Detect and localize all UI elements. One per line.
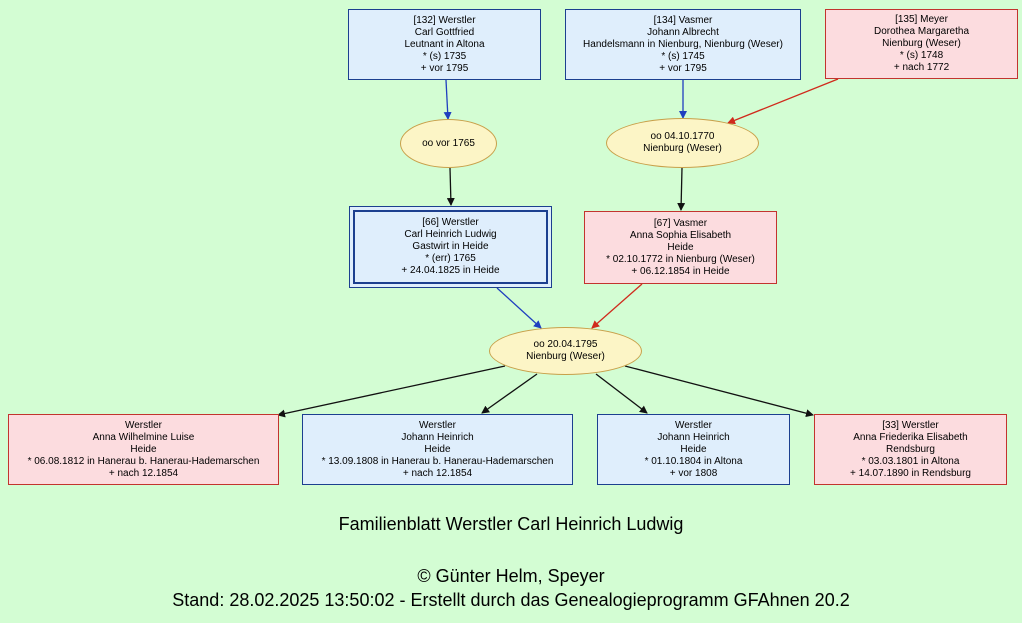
person-line: Werstler <box>124 419 163 431</box>
edge-m1-to-66 <box>446 167 455 206</box>
child-card-3[interactable]: Werstler Johann Heinrich Heide * 01.10.1… <box>597 414 790 485</box>
edge-m3-to-c4 <box>624 365 814 418</box>
generation-stamp: Stand: 28.02.2025 13:50:02 - Erstellt du… <box>172 590 850 610</box>
child-card-4[interactable]: [33] Werstler Anna Friederika Elisabeth … <box>814 414 1007 485</box>
person-line: * 02.10.1772 in Nienburg (Weser) <box>606 253 755 265</box>
person-line: * 13.09.1808 in Hanerau b. Hanerau-Hadem… <box>321 455 554 467</box>
child-card-2[interactable]: Werstler Johann Heinrich Heide * 13.09.1… <box>302 414 573 485</box>
person-card-132[interactable]: [132] Werstler Carl Gottfried Leutnant i… <box>348 9 541 80</box>
person-line: + nach 12.1854 <box>108 467 179 479</box>
person-line: * 06.08.1812 in Hanerau b. Hanerau-Hadem… <box>27 455 260 467</box>
person-line: * (s) 1735 <box>422 50 467 62</box>
person-line: * (err) 1765 <box>425 253 476 264</box>
person-card-67[interactable]: [67] Vasmer Anna Sophia Elisabeth Heide … <box>584 211 777 284</box>
person-line: Werstler <box>674 419 713 431</box>
person-line: * (s) 1745 <box>661 50 705 62</box>
person-line: Handelsmann in Nienburg, Nienburg (Weser… <box>583 38 783 50</box>
person-line: + nach 1772 <box>893 62 950 73</box>
person-line: [67] Vasmer <box>653 217 708 229</box>
person-line: Carl Gottfried <box>414 26 475 38</box>
person-line: Heide <box>667 241 694 253</box>
person-line: Johann Heinrich <box>401 431 474 443</box>
person-card-66-focus[interactable]: [66] Werstler Carl Heinrich Ludwig Gastw… <box>349 206 552 288</box>
person-line: Werstler <box>418 419 457 431</box>
edge-m3-to-c2 <box>481 373 538 414</box>
person-line: Heide <box>130 443 157 455</box>
person-line: Nienburg (Weser) <box>882 38 961 49</box>
edge-66-to-m3 <box>496 287 542 329</box>
person-line: Anna Wilhelmine Luise <box>92 431 195 443</box>
person-line: [134] Vasmer <box>653 14 713 26</box>
diagram-title: Familienblatt Werstler Carl Heinrich Lud… <box>338 514 684 534</box>
marriage-line: Nienburg (Weser) <box>643 143 722 154</box>
person-line: Gastwirt in Heide <box>412 241 489 252</box>
person-line: Heide <box>680 443 707 455</box>
person-line: Carl Heinrich Ludwig <box>404 229 497 240</box>
person-line: + nach 12.1854 <box>402 467 473 479</box>
person-line: Rendsburg <box>886 443 935 455</box>
person-line: Johann Heinrich <box>657 431 730 443</box>
person-line: * 01.10.1804 in Altona <box>644 455 743 467</box>
marriage-line: oo vor 1765 <box>422 137 475 149</box>
edge-132-to-m1 <box>443 79 452 120</box>
marriage-line: oo 04.10.1770 <box>650 131 715 142</box>
marriage-node-m2[interactable]: oo 04.10.1770 Nienburg (Weser) <box>606 118 759 168</box>
person-line: + vor 1808 <box>669 467 718 479</box>
edge-m3-to-c1 <box>277 365 506 418</box>
person-line: Anna Sophia Elisabeth <box>629 229 732 241</box>
person-card-135[interactable]: [135] Meyer Dorothea Margaretha Nienburg… <box>825 9 1018 79</box>
person-card-134[interactable]: [134] Vasmer Johann Albrecht Handelsmann… <box>565 9 801 80</box>
person-line: + 06.12.1854 in Heide <box>631 265 730 277</box>
marriage-node-m1[interactable]: oo vor 1765 <box>400 119 497 168</box>
person-line: Johann Albrecht <box>647 26 719 38</box>
person-line: [66] Werstler <box>422 217 479 228</box>
person-line: Leutnant in Altona <box>404 38 485 50</box>
marriage-line: oo 20.04.1795 <box>533 339 598 350</box>
person-line: [135] Meyer <box>895 14 948 25</box>
person-line: + vor 1795 <box>420 62 469 74</box>
edge-m2-to-67 <box>677 167 686 211</box>
person-line: * (s) 1748 <box>899 50 944 61</box>
person-line: + 14.07.1890 in Rendsburg <box>850 467 971 479</box>
person-line: [33] Werstler <box>882 419 939 431</box>
person-line: Anna Friederika Elisabeth <box>853 431 968 443</box>
edge-m3-to-c3 <box>595 373 648 414</box>
focus-person-frame: [66] Werstler Carl Heinrich Ludwig Gastw… <box>353 210 548 284</box>
person-line: Dorothea Margaretha <box>873 26 970 37</box>
person-line: * 03.03.1801 in Altona <box>861 455 960 467</box>
edge-135-to-m2 <box>727 78 839 125</box>
person-line: + vor 1795 <box>659 62 707 74</box>
child-card-1[interactable]: Werstler Anna Wilhelmine Luise Heide * 0… <box>8 414 279 485</box>
marriage-line: Nienburg (Weser) <box>526 351 605 362</box>
person-line: Heide <box>424 443 451 455</box>
marriage-node-m3[interactable]: oo 20.04.1795 Nienburg (Weser) <box>489 327 642 375</box>
edge-67-to-m3 <box>591 283 643 329</box>
copyright-notice: © Günter Helm, Speyer <box>417 566 605 586</box>
person-line: + 24.04.1825 in Heide <box>401 265 500 276</box>
person-line: [132] Werstler <box>413 14 476 26</box>
